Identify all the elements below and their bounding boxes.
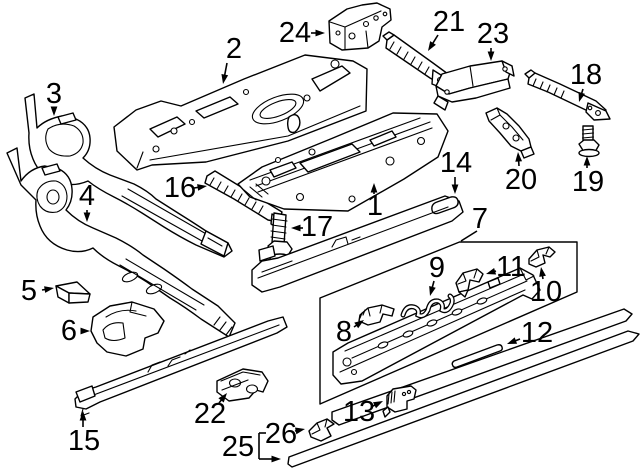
callout-arrowhead-13 [372, 401, 383, 409]
callout-arrowhead-26 [295, 427, 305, 435]
callout-arrowhead-16 [197, 184, 207, 191]
part-1-floor-pan [237, 112, 449, 212]
callout-arrowhead-19 [583, 156, 591, 166]
callout-arrowhead-5 [44, 286, 54, 293]
callout-label-19[interactable]: 19 [572, 166, 604, 198]
callout-arrowhead-12 [507, 337, 518, 344]
callout-label-23[interactable]: 23 [477, 18, 509, 50]
part-2-floor-plate [113, 54, 368, 171]
callout-arrowhead-2 [221, 74, 229, 84]
callout-arrow-7 [460, 230, 478, 242]
callout-label-2[interactable]: 2 [226, 33, 242, 65]
callout-layer: 1234567891011121314151617181920212223242… [21, 6, 604, 463]
part-24-mount-bracket [328, 2, 392, 51]
part-13-end-bracket [382, 385, 417, 418]
part-23-crossmember-bracket [433, 60, 515, 111]
part-19-bolt [578, 125, 600, 158]
callout-label-9[interactable]: 9 [429, 252, 445, 284]
callout-arrowhead-10 [539, 267, 546, 277]
part-7-rocker-sill [332, 267, 541, 385]
callout-arrowhead-17 [291, 224, 301, 232]
callout-label-21[interactable]: 21 [433, 6, 465, 38]
part-4-crossmember-brace [6, 147, 236, 338]
callout-arrowhead-20 [515, 152, 523, 162]
callout-label-22[interactable]: 22 [194, 398, 226, 430]
callout-label-16[interactable]: 16 [164, 172, 196, 204]
callout-label-11[interactable]: 11 [496, 251, 526, 283]
part-8-clip [358, 304, 395, 326]
callout-arrowhead-6 [80, 327, 90, 335]
callout-label-1[interactable]: 1 [367, 190, 383, 222]
callout-arrowhead-22 [218, 393, 227, 403]
part-18-reinforcement-strip [524, 69, 611, 121]
callout-arrowhead-1 [370, 183, 378, 193]
callout-arrowhead-8 [354, 320, 364, 329]
callout-label-14[interactable]: 14 [440, 147, 472, 179]
callout-arrowhead-14 [451, 184, 459, 194]
part-14-rocker-rail [251, 195, 464, 293]
callout-label-3[interactable]: 3 [46, 78, 62, 110]
part-10-clip [528, 246, 556, 268]
part-25-sill-strip [287, 330, 640, 468]
part-15-rocker-rail [74, 316, 288, 417]
callout-arrowhead-11 [486, 268, 497, 275]
callout-label-7[interactable]: 7 [472, 203, 488, 235]
part-6-support-bracket [90, 301, 165, 357]
callout-label-24[interactable]: 24 [279, 17, 311, 49]
callout-arrowhead-23 [487, 51, 495, 61]
callout-label-6[interactable]: 6 [61, 315, 77, 347]
callout-arrowhead-15 [79, 411, 87, 421]
part-26-clip [308, 418, 335, 442]
callout-label-26[interactable]: 26 [265, 418, 297, 450]
callout-arrowhead-25 [271, 455, 281, 463]
callout-label-4[interactable]: 4 [79, 180, 95, 212]
callout-arrowhead-18 [578, 91, 586, 102]
callout-label-18[interactable]: 18 [570, 59, 602, 91]
part-9-seal-strip [400, 293, 455, 319]
callout-arrowhead-3 [50, 106, 58, 116]
callout-arrowhead-9 [429, 285, 436, 296]
callout-label-10[interactable]: 10 [530, 276, 562, 308]
callout-label-5[interactable]: 5 [21, 275, 37, 307]
callout-arrowhead-4 [83, 212, 91, 222]
part-20-angled-bracket [485, 107, 535, 159]
callout-label-12[interactable]: 12 [521, 317, 553, 349]
part-11-clip [455, 268, 484, 298]
callout-arrowhead-24 [315, 29, 325, 37]
callout-label-25[interactable]: 25 [222, 431, 254, 463]
callout-arrowhead-21 [428, 41, 436, 51]
callout-label-13[interactable]: 13 [343, 396, 375, 428]
part-5-wedge-bracket [55, 281, 91, 304]
callout-label-15[interactable]: 15 [68, 425, 100, 457]
callout-label-8[interactable]: 8 [336, 316, 352, 348]
callout-label-20[interactable]: 20 [505, 164, 537, 196]
callout-label-17[interactable]: 17 [301, 211, 333, 243]
